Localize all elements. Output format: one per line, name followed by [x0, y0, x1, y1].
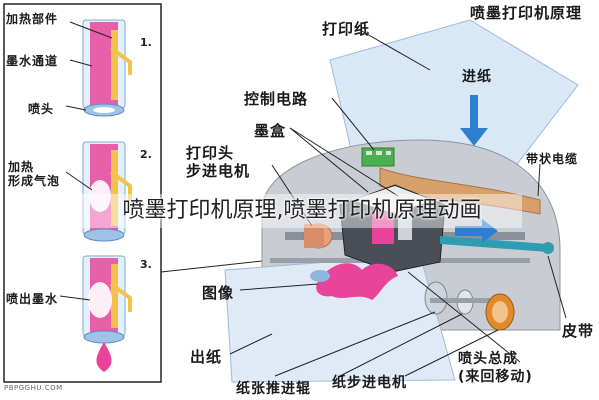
label-paper-out: 出纸 [190, 348, 223, 366]
printed-image [316, 263, 398, 300]
overlay-caption: 喷墨打印机原理,喷墨打印机原理动画 [82, 194, 522, 228]
control-circuit-board [361, 147, 395, 167]
carriage-direction-arrow [455, 219, 498, 243]
head-stepper-motor [303, 223, 333, 249]
inset-leaders [59, 21, 113, 301]
inset-step-1: 1. [140, 36, 152, 49]
label-drive-belt: 皮带 [562, 322, 595, 340]
nozzle-step-1 [82, 19, 132, 117]
label-feed-stepper: 纸步进电机 [332, 375, 407, 391]
label-control-circuit: 控制电路 [244, 90, 309, 108]
label-ink-cartridge: 墨盒 [254, 122, 287, 140]
nozzle-step-2 [82, 141, 132, 242]
paper-stepper-motor [485, 293, 515, 331]
inset-step-2: 2. [140, 148, 152, 161]
drive-belt [440, 236, 548, 252]
inset-label-nozzle: 喷头 [28, 102, 55, 116]
label-head-travel: 喷头总成 (来回移动) [458, 351, 533, 385]
inset-label-ink-channel: 墨水通道 [6, 54, 59, 68]
label-ribbon-cable: 带状电缆 [526, 152, 579, 166]
inset-label-eject: 喷出墨水 [6, 292, 59, 306]
main-leaders [229, 29, 567, 377]
watermark: PBPGGHU.COM [4, 384, 63, 392]
label-image: 图像 [202, 284, 235, 302]
inset-label-heat-bubble: 加热 形成气泡 [8, 160, 61, 188]
inset-step-3: 3. [140, 258, 152, 271]
label-print-paper: 打印纸 [322, 20, 371, 38]
label-head-stepper: 打印头 步进电机 [186, 144, 251, 180]
print-carriage [339, 184, 446, 273]
label-feed-roller: 纸张推进辊 [236, 381, 311, 397]
diagram-title: 喷墨打印机原理 [470, 4, 583, 22]
paper-in-arrow [460, 95, 488, 146]
label-paper-in: 进纸 [462, 69, 492, 85]
inset-label-heater: 加热部件 [6, 12, 59, 26]
nozzle-step-3 [82, 255, 132, 372]
